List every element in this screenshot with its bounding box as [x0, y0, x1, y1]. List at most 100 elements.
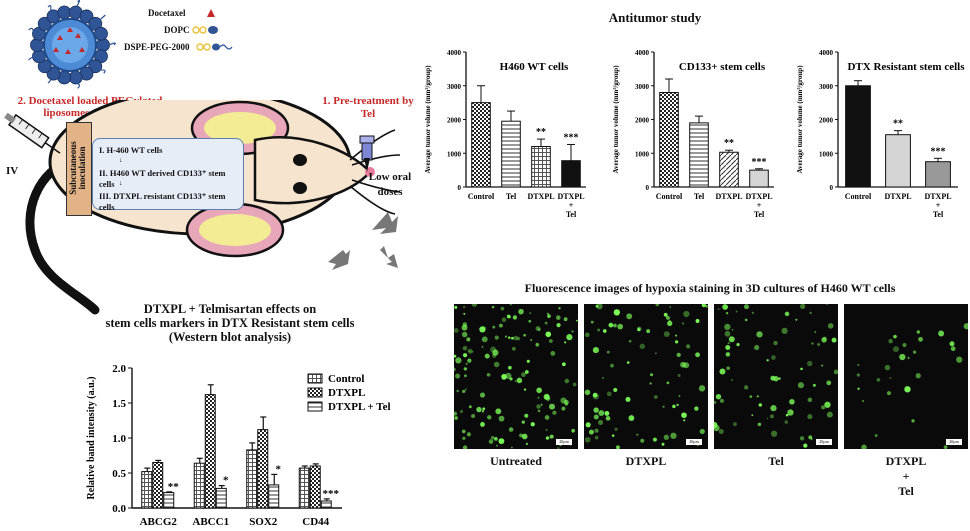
legend-swatch: [307, 373, 323, 384]
chart-title: DTX Resistant stem cells: [847, 61, 965, 73]
x-tick-label: ABCC1: [192, 516, 229, 528]
fluorescent-cell: [462, 345, 468, 351]
fluorescent-cell: [892, 346, 900, 353]
subcutaneous-text: Subcutaneous inoculation: [68, 141, 87, 195]
fluorescent-cell: [824, 401, 831, 408]
fluorescent-cell: [736, 343, 740, 347]
fluorescent-cell: [557, 447, 560, 449]
fluorescent-cell: [874, 434, 878, 437]
lipid-head: [30, 38, 44, 52]
legend-label: DTXPL: [328, 387, 365, 399]
lipid-head: [57, 5, 72, 20]
fluorescent-cell: [728, 336, 735, 343]
fluorescent-cell: [598, 410, 605, 416]
fluorescent-cell: [807, 414, 813, 420]
fluorescent-cell: [498, 415, 505, 422]
chart-western-blot: Relative band intensity (a.u.)0.00.51.01…: [86, 363, 391, 528]
fluorescent-cell: [717, 308, 720, 310]
fluorescent-cell: [636, 433, 639, 436]
fluorescent-cell: [490, 436, 495, 440]
fluorescent-cell: [749, 395, 753, 398]
fluorescent-cell: [670, 432, 677, 439]
fluorescent-cell: [626, 313, 633, 320]
fluorescent-cell: [468, 405, 472, 409]
legend-swatch: [307, 401, 323, 412]
triangle-icon: [207, 9, 215, 17]
fluorescent-cell: [743, 385, 749, 390]
fluorescent-cell: [701, 304, 706, 308]
fluorescent-cell: [454, 354, 457, 358]
fluorescent-cell: [471, 304, 478, 307]
fluorescent-cell: [535, 342, 540, 347]
fluorescent-cell: [857, 363, 860, 367]
fluorescent-cell: [698, 385, 706, 392]
fluorescent-cell: [547, 314, 551, 318]
cell-list-box: I. H-460 WT cells ↓ II. H460 WT derived …: [92, 138, 244, 212]
fluorescent-cell: [884, 364, 891, 371]
fluorescent-cell: [727, 342, 730, 345]
fluorescent-cell: [668, 319, 671, 323]
fluorescent-cell: [454, 416, 458, 420]
fluorescent-cell: [682, 322, 685, 325]
fluorescent-cell: [640, 438, 645, 443]
peg-chain: [28, 56, 34, 61]
fluorescent-cell: [476, 406, 482, 413]
bar: [193, 462, 205, 509]
x-tick-label: DTXPL: [924, 192, 951, 201]
chart-h460-wt: Average tumor volume (mm³/group)H460 WT …: [424, 49, 586, 219]
y-tick-label: 2000: [819, 117, 834, 125]
fluorescent-cell: [888, 339, 893, 344]
fluorescent-cell: [492, 325, 496, 329]
fluorescent-cell: [529, 312, 532, 314]
bar: [152, 462, 164, 509]
fluorescent-cell: [461, 331, 468, 338]
fluorescent-cell: [523, 388, 527, 391]
fluorescent-cell: [454, 305, 458, 309]
y-tick-label: 2000: [635, 117, 650, 125]
fluorescent-cell: [918, 336, 923, 342]
fluorescent-cell: [785, 413, 789, 417]
fluorescent-cell: [661, 442, 665, 446]
fluorescent-cell: [773, 340, 778, 346]
fluorescent-cell: [584, 389, 591, 396]
fluorescent-cell: [584, 436, 591, 443]
subcutaneous-label: [66, 122, 92, 216]
chart-title: H460 WT cells: [500, 61, 569, 73]
fluorescent-cell: [807, 397, 813, 403]
fluorescent-cell: [743, 304, 749, 310]
fluorescent-cell: [784, 311, 790, 317]
fluorescent-cell: [902, 342, 907, 348]
fluorescent-cell: [525, 442, 529, 446]
fluorescent-cell: [464, 374, 467, 378]
bar: [689, 122, 709, 188]
fluorescence-label-0: Untreated: [490, 454, 542, 468]
fluorescent-cell: [564, 402, 568, 406]
y-tick-label: 1000: [819, 150, 834, 158]
lipid-head: [68, 70, 83, 85]
x-tick-label: SOX2: [249, 516, 278, 528]
fluorescent-cell: [912, 350, 917, 354]
fluorescent-cell: [662, 405, 665, 408]
fluorescent-cell: [606, 391, 612, 397]
fluorescent-cell: [471, 350, 474, 353]
fluorescent-cell: [797, 382, 805, 389]
cell-item-3: III. DTXPL resistant CD133⁺ stem cells: [99, 191, 226, 212]
fluorescent-cell: [889, 377, 892, 380]
fluorescent-cell: [887, 391, 891, 396]
chart-cd133-stem: Average tumor volume (mm³/group)CD133+ s…: [612, 49, 774, 219]
bar: [531, 146, 551, 188]
fluorescent-cell: [681, 412, 687, 419]
fluorescent-cell: [770, 405, 777, 412]
fluorescent-cell: [812, 383, 816, 387]
fluorescent-cell: [821, 364, 824, 367]
liposome-legend: Docetaxel DOPC DSPE-PEG-2000: [120, 8, 240, 59]
lipid-head: [32, 49, 46, 64]
fluorescent-cell: [778, 377, 781, 380]
fluorescent-cell: [501, 317, 507, 323]
fluorescent-cell: [481, 410, 485, 413]
fluorescent-cell: [595, 304, 599, 308]
western-title-line-1: DTXPL + Telmisartan effects on: [143, 302, 317, 316]
fluorescent-cell: [781, 327, 788, 334]
bar: [749, 169, 769, 188]
fluorescent-cell: [650, 373, 654, 377]
